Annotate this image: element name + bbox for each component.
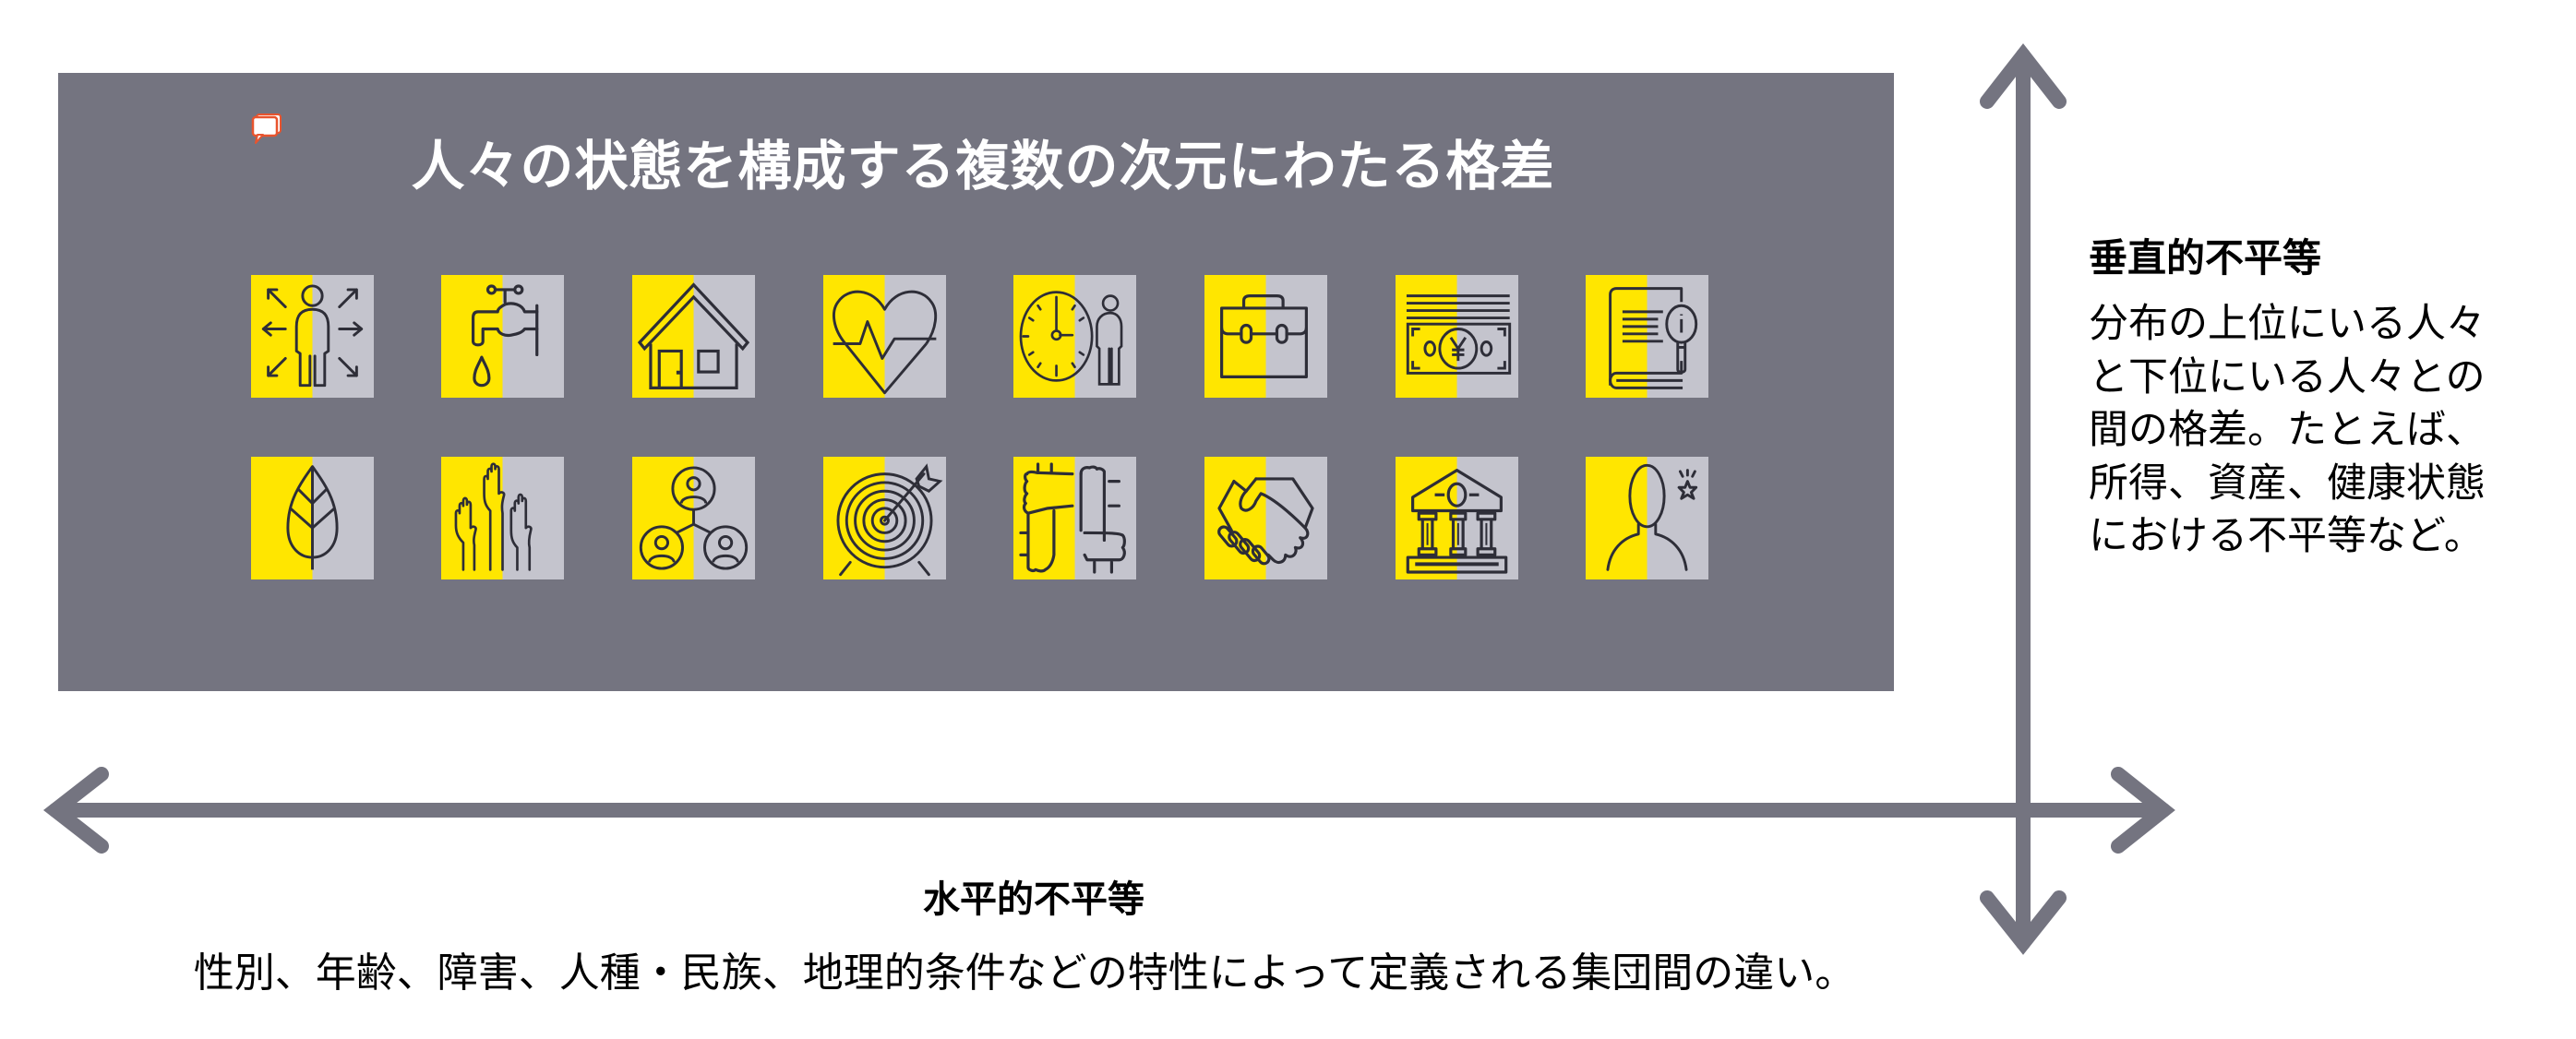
description-line: 分布の上位にいる人々: [2089, 301, 2486, 347]
description-line: 所得、資産、健康状態: [2089, 460, 2486, 507]
arrow-up-head: [1980, 42, 2067, 109]
briefcase-icon: [1204, 275, 1327, 398]
vertical-inequality-heading: 垂直的不平等: [2089, 235, 2322, 281]
person-star-icon: [1586, 457, 1708, 579]
arrow-right-head: [2111, 767, 2175, 854]
clock-person-icon: [1013, 275, 1136, 398]
person-arrows-icon: [251, 275, 374, 398]
raised-hands-icon: [441, 457, 564, 579]
vertical-inequality-description: 分布の上位にいる人々 と下位にいる人々との 間の格差。たとえば、 所得、資産、健…: [2089, 298, 2569, 564]
arrow-down-head: [1980, 890, 2067, 955]
horizontal-inequality-heading: 水平的不平等: [923, 878, 1144, 921]
horizontal-inequality-description: 性別、年齢、障害、人種・民族、地理的条件などの特性によって定義される集団間の違い…: [193, 949, 1856, 997]
book-info-icon: [1586, 275, 1708, 398]
panel-title: 人々の状態を構成する複数の次元にわたる格差: [411, 135, 1555, 197]
heart-pulse-icon: [823, 275, 946, 398]
water-tap-icon: [441, 275, 564, 398]
leaf-icon: [251, 457, 374, 579]
comment-icon[interactable]: [251, 113, 282, 144]
yen-banknote-icon: [1396, 275, 1518, 398]
description-line: における不平等など。: [2089, 513, 2484, 559]
description-line: 間の格差。たとえば、: [2089, 407, 2486, 453]
description-line: と下位にいる人々との: [2089, 353, 2486, 400]
linked-arms-icon: [1013, 457, 1136, 579]
house-icon: [632, 275, 755, 398]
arrow-left-head: [42, 767, 109, 854]
handshake-icon: [1204, 457, 1327, 579]
people-network-icon: [632, 457, 755, 579]
target-arrow-icon: [823, 457, 946, 579]
government-building-icon: [1396, 457, 1518, 579]
